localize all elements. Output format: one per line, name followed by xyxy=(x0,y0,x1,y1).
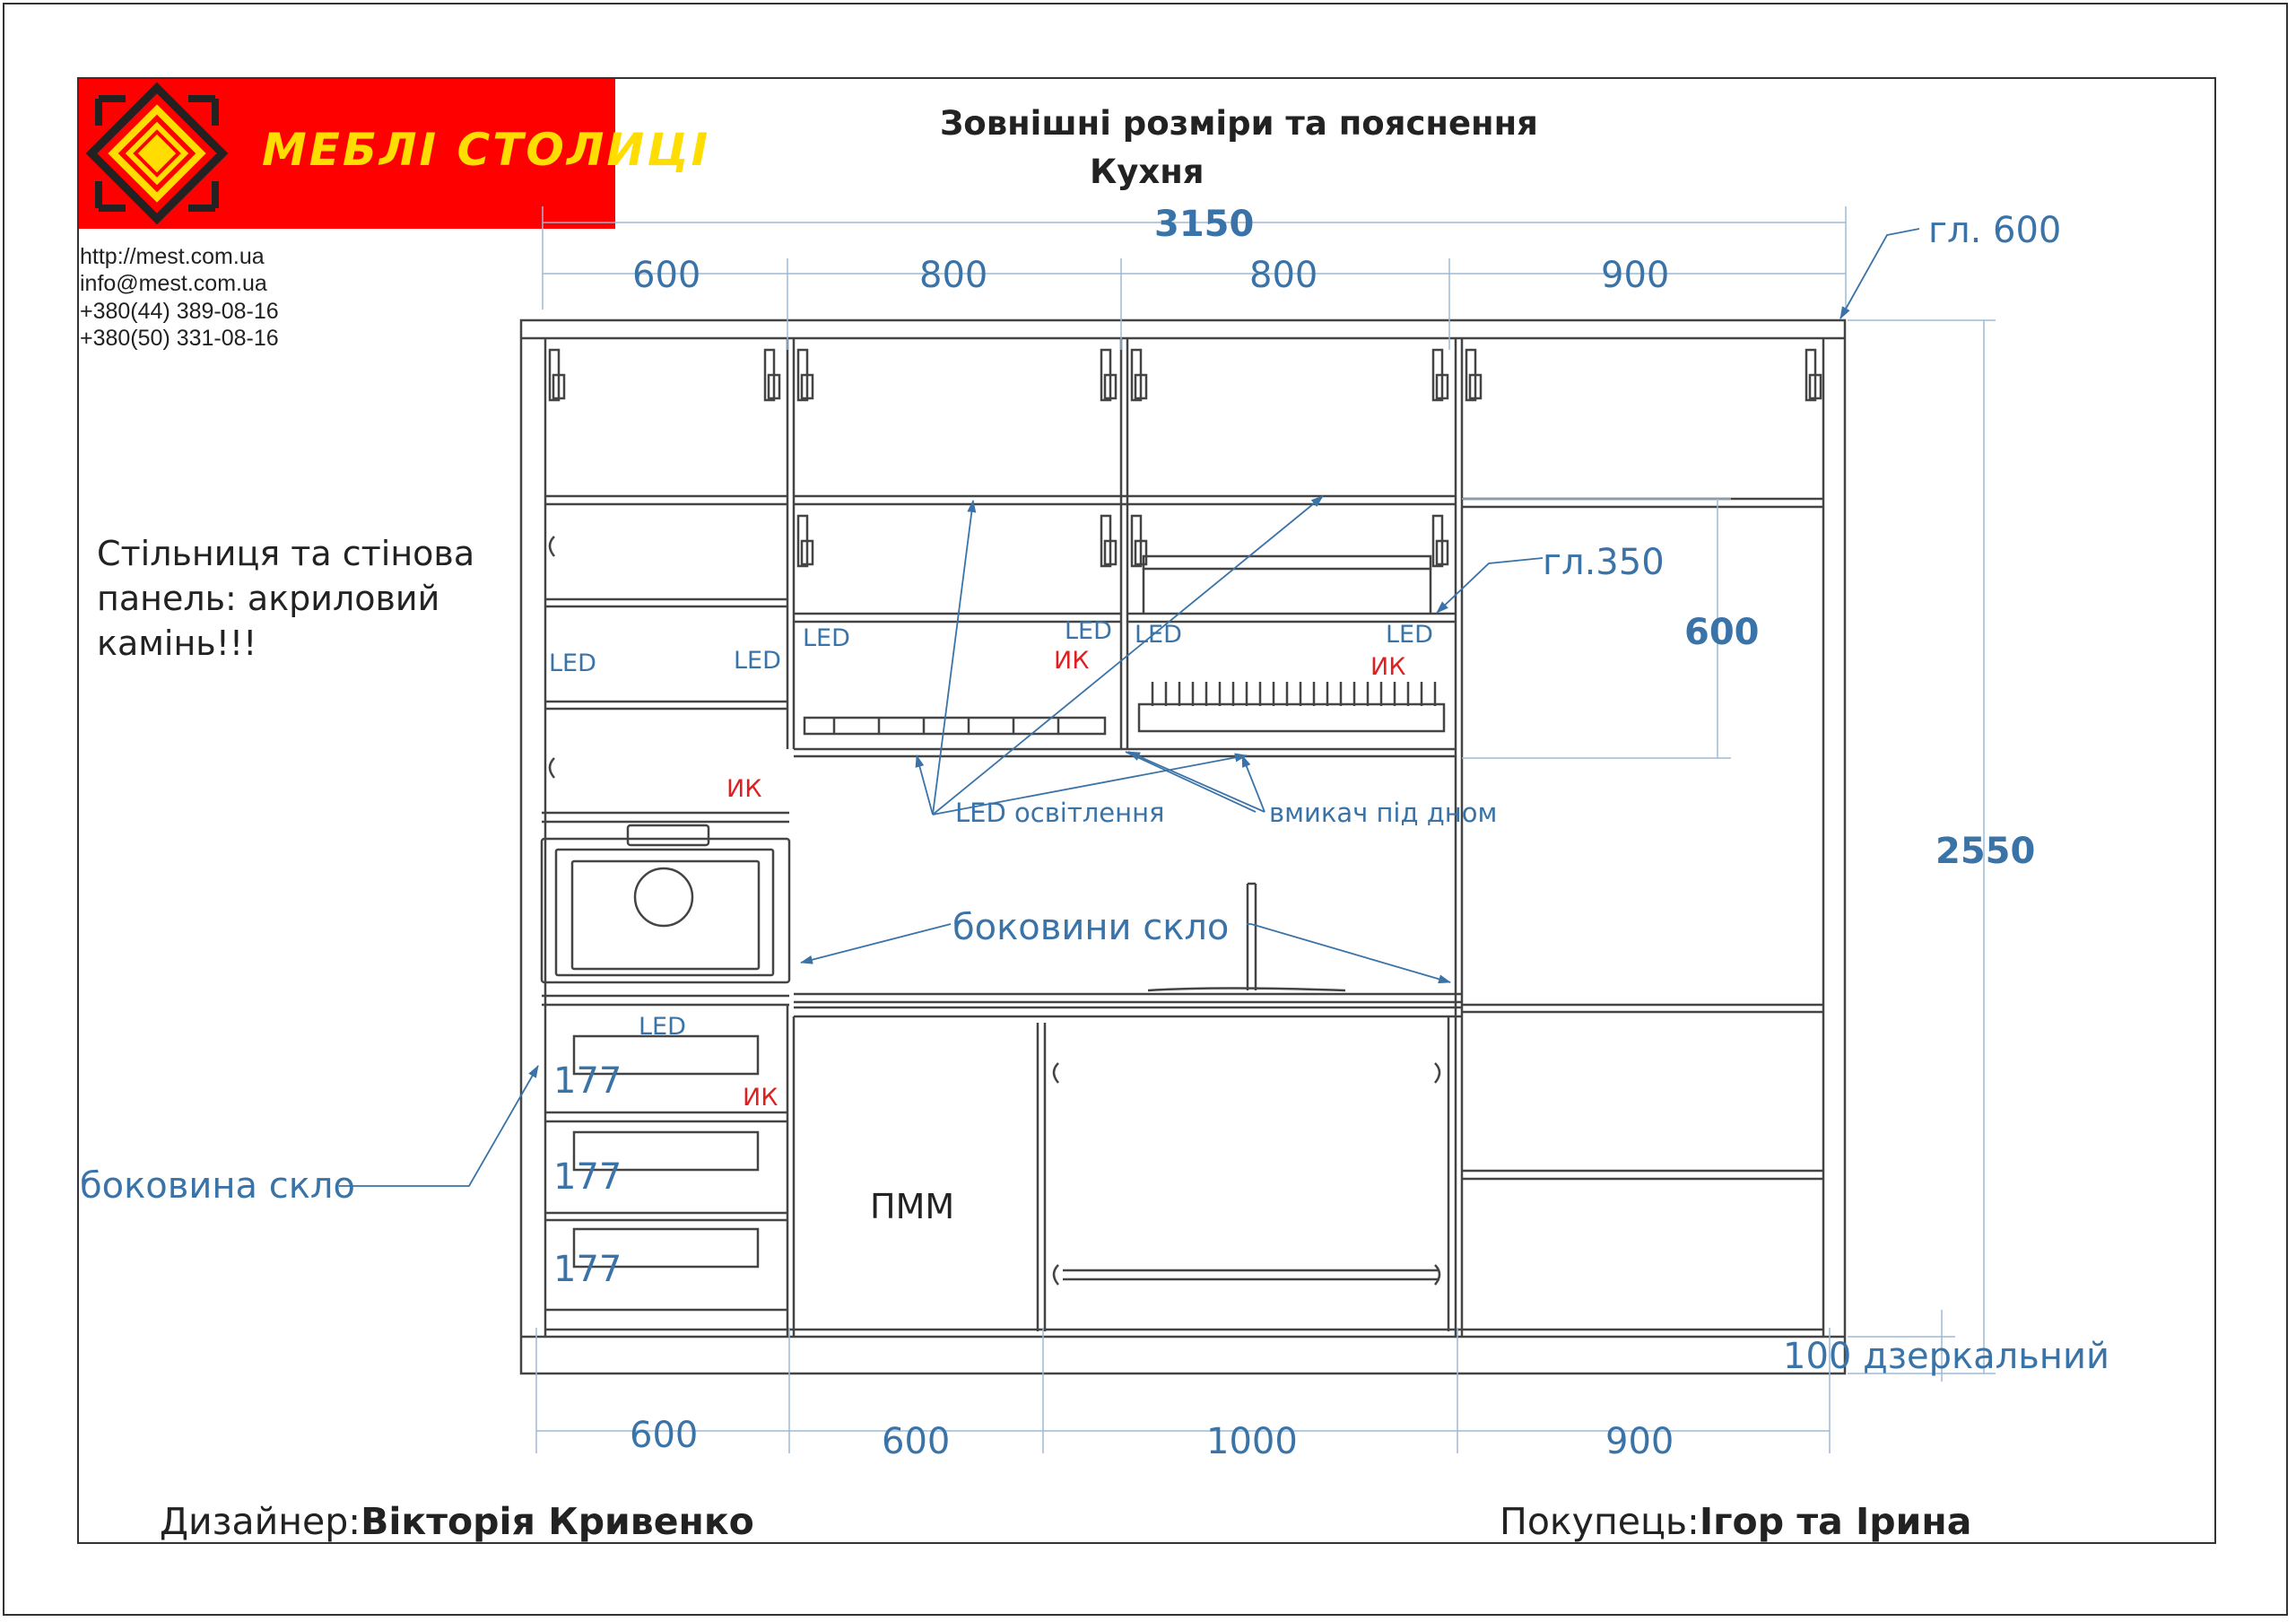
top-width-0: 600 xyxy=(632,255,700,296)
led-label: LED xyxy=(1135,621,1182,649)
shelf-height-label: 600 xyxy=(1684,612,1760,653)
top-width-3: 900 xyxy=(1601,255,1669,296)
cabinet-outline xyxy=(519,318,1847,1375)
page-subtitle: Кухня xyxy=(1090,153,1205,191)
logo-brand-text: МЕБЛІ СТОЛИЦІ xyxy=(262,124,711,176)
note-line-3: камінь!!! xyxy=(97,624,257,663)
website-link[interactable]: http://mest.com.ua xyxy=(80,244,265,269)
drawer-height-0: 177 xyxy=(553,1060,622,1102)
led-label: LED xyxy=(1386,621,1433,649)
top-width-1: 800 xyxy=(919,255,987,296)
dish-rack-teeth xyxy=(1151,682,1437,706)
bottom-width-2: 1000 xyxy=(1206,1421,1298,1462)
customer-label: Покупець: xyxy=(1500,1500,1700,1543)
drawer-height-1: 177 xyxy=(553,1156,622,1198)
email-link[interactable]: info@mest.com.ua xyxy=(80,271,267,296)
designer-label: Дизайнер: xyxy=(160,1500,361,1543)
inner-frame xyxy=(77,77,2216,1544)
note-line-2: панель: акриловий xyxy=(97,579,440,618)
led-label: LED xyxy=(803,624,850,652)
led-label: LED xyxy=(639,1013,686,1041)
leader-arrows xyxy=(339,228,1920,1187)
led-lighting-label: LED освітлення xyxy=(955,798,1165,828)
shelf-depth-label: гл.350 xyxy=(1543,542,1665,583)
total-width-label: 3150 xyxy=(1154,204,1254,245)
outer-frame xyxy=(3,3,2288,1616)
drawer-height-2: 177 xyxy=(553,1249,622,1290)
page-title: Зовнішні розміри та пояснення xyxy=(940,104,1538,143)
note-line-1: Стільниця та стінова xyxy=(97,534,475,573)
phone-2: +380(50) 331-08-16 xyxy=(80,326,279,351)
designer-credit: Дизайнер:Вікторія Кривенко xyxy=(160,1500,754,1543)
dishwasher-label: ПММ xyxy=(870,1187,954,1226)
glass-sides-label: боковини скло xyxy=(952,907,1229,948)
phone-1: +380(44) 389-08-16 xyxy=(80,299,279,324)
total-height-label: 2550 xyxy=(1935,831,2035,872)
bottom-width-3: 900 xyxy=(1605,1421,1674,1462)
ik-label: ИК xyxy=(1054,647,1089,675)
led-label: LED xyxy=(549,650,596,677)
glass-side-label: боковина скло xyxy=(80,1165,355,1207)
ik-label: ИК xyxy=(743,1084,778,1112)
switch-label: вмикач під дном xyxy=(1269,798,1497,828)
dimension-lines xyxy=(535,206,1996,1453)
customer-credit: Покупець:Ігор та Ірина xyxy=(1500,1500,1971,1543)
bottom-width-0: 600 xyxy=(630,1415,698,1456)
ik-label: ИК xyxy=(726,775,761,803)
led-label: LED xyxy=(1065,617,1112,645)
led-label: LED xyxy=(734,647,781,675)
ik-label: ИК xyxy=(1370,653,1405,681)
bottom-width-1: 600 xyxy=(882,1421,950,1462)
depth-top-label: гл. 600 xyxy=(1928,210,2061,251)
hinge-icon xyxy=(548,348,1822,1286)
top-width-2: 800 xyxy=(1249,255,1318,296)
logo-block xyxy=(79,79,615,229)
plinth-label: 100 дзеркальний xyxy=(1783,1336,2109,1377)
diamond-emblem-icon xyxy=(85,82,229,225)
designer-name: Вікторія Кривенко xyxy=(361,1500,754,1543)
customer-name: Ігор та Ірина xyxy=(1699,1500,1972,1543)
